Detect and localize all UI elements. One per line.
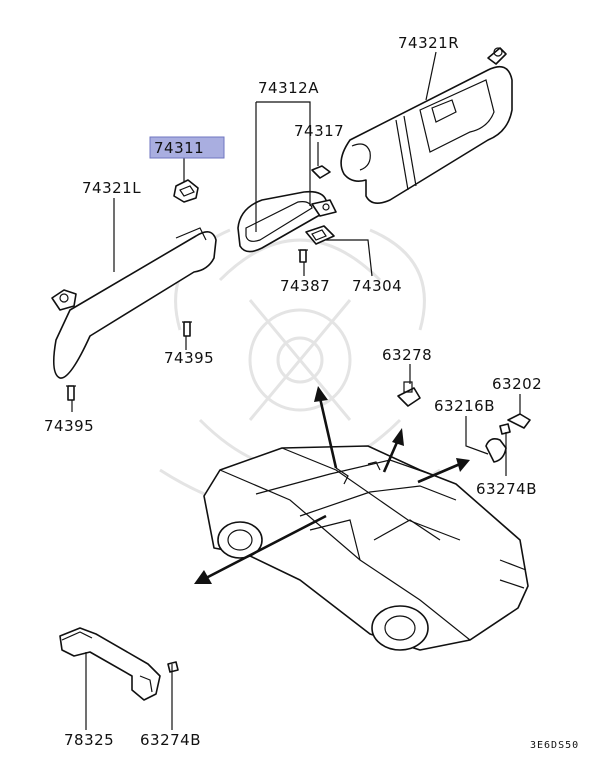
assist-grip[interactable] <box>59 627 161 701</box>
mirror-bracket[interactable] <box>305 225 335 245</box>
label-63278[interactable]: 63278 <box>382 346 432 364</box>
label-63202[interactable]: 63202 <box>492 375 542 393</box>
label-63274B-right[interactable]: 63274B <box>476 480 537 498</box>
hook-bracket[interactable] <box>485 438 507 463</box>
visor-screw-a[interactable] <box>182 321 192 337</box>
clip-top[interactable] <box>397 381 421 407</box>
screw-right[interactable] <box>499 423 511 446</box>
label-63274B-bottom[interactable]: 63274B <box>140 731 201 749</box>
label-74317[interactable]: 74317 <box>294 122 344 140</box>
visor-screw-b[interactable] <box>66 385 76 401</box>
screw-bottom[interactable] <box>167 661 179 690</box>
drawing-code: 3E6DS50 <box>530 740 579 751</box>
label-74395-a[interactable]: 74395 <box>164 349 214 367</box>
visor-holder[interactable] <box>173 179 199 203</box>
label-78325[interactable]: 78325 <box>64 731 114 749</box>
inner-mirror[interactable] <box>237 190 337 253</box>
label-63216B[interactable]: 63216B <box>434 397 495 415</box>
vehicle-body <box>203 445 529 651</box>
highlight-74311 <box>149 136 225 159</box>
mirror-cover[interactable] <box>311 165 331 179</box>
label-74304[interactable]: 74304 <box>352 277 402 295</box>
label-74312A[interactable]: 74312A <box>258 79 319 97</box>
mirror-screw[interactable] <box>298 249 308 263</box>
leader-lines <box>71 51 521 730</box>
sun-visor-right[interactable] <box>340 47 513 204</box>
label-74311[interactable]: 74311 <box>154 139 204 157</box>
hook[interactable] <box>507 413 531 429</box>
label-74395-b[interactable]: 74395 <box>44 417 94 435</box>
label-74321L[interactable]: 74321L <box>82 179 141 197</box>
part-labels: 74311 74321R 74312A 74317 74321L 74387 7… <box>44 34 579 751</box>
sun-visor-left[interactable] <box>51 227 217 379</box>
direction-arrows <box>194 386 470 584</box>
label-74321R[interactable]: 74321R <box>398 34 459 52</box>
label-74387[interactable]: 74387 <box>280 277 330 295</box>
